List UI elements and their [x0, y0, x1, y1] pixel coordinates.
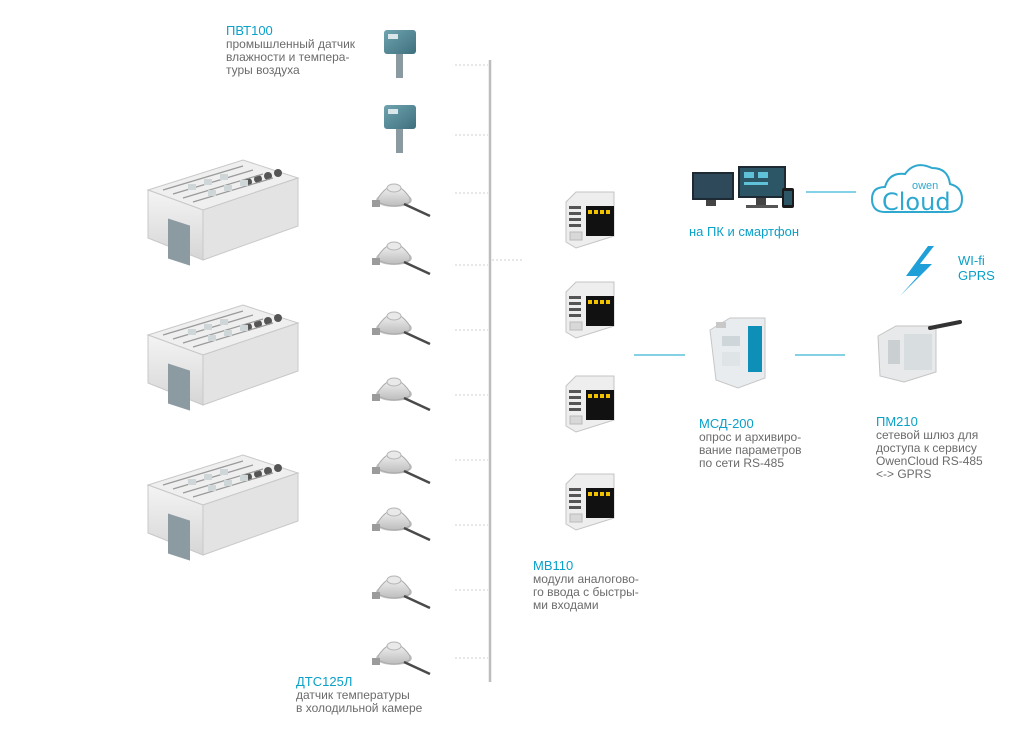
msd200-label: МСД-200 опрос и архивиро- вание параметр… [699, 416, 829, 470]
dts125l-title: ДТС125Л [296, 674, 353, 689]
msd200-description: опрос и архивиро- вание параметров по се… [699, 430, 802, 470]
pm210-description: сетевой шлюз для доступа к сервису OwenC… [876, 428, 983, 481]
cloud-owen-text: owen [912, 180, 939, 192]
pm210-label: ПМ210 сетевой шлюз для доступа к сервису… [876, 414, 1016, 481]
pvt100-description: промышленный датчик влажности и темпера-… [226, 37, 356, 77]
cold-room-icon [147, 454, 299, 562]
temperature-probe-icon [370, 376, 432, 412]
wifi-text: WI-fi [958, 253, 985, 268]
pc-smartphone-label: на ПК и смартфон [689, 224, 800, 239]
mv110-description: модули аналогово- го ввода с быстры- ми … [533, 572, 639, 612]
temperature-probe-icon [370, 182, 432, 218]
cold-room-icon [147, 304, 299, 412]
temperature-probe-icon [370, 240, 432, 276]
pvt100-title: ПВТ100 [226, 23, 273, 38]
io-module-icon [565, 375, 615, 433]
io-module-icon [565, 281, 615, 339]
temperature-probe-icon [370, 449, 432, 485]
pm210-title: ПМ210 [876, 414, 918, 429]
io-module-icon [565, 473, 615, 531]
monitor-icon [692, 166, 786, 208]
humidity-sensor-icon [384, 30, 416, 78]
data-logger-icon [709, 317, 766, 389]
pvt100-label: ПВТ100 промышленный датчик влажности и т… [226, 23, 386, 77]
temperature-probe-icon [370, 640, 432, 676]
temperature-probe-icon [370, 574, 432, 610]
smartphone-icon [782, 188, 794, 208]
gprs-text: GPRS [958, 268, 995, 283]
cold-room-icon [147, 159, 299, 267]
humidity-sensor-icon [384, 105, 416, 153]
dts125l-description: датчик температуры в холодильной камере [296, 688, 423, 715]
cloud-brand-text: Cloud [882, 188, 951, 216]
cloud-icon [870, 164, 964, 213]
msd200-title: МСД-200 [699, 416, 754, 431]
mv110-title: МВ110 [533, 558, 574, 573]
temperature-probe-icon [370, 506, 432, 542]
lightning-icon [900, 246, 934, 296]
sensor-connectors [455, 64, 488, 659]
gsm-gateway-icon [877, 320, 962, 383]
io-module-icon [565, 191, 615, 249]
dts125l-label: ДТС125Л датчик температуры в холодильной… [296, 674, 456, 715]
mv110-label: МВ110 модули аналогово- го ввода с быстр… [533, 558, 653, 612]
temperature-probe-icon [370, 310, 432, 346]
wireless-label: WI-fi GPRS [958, 253, 995, 283]
